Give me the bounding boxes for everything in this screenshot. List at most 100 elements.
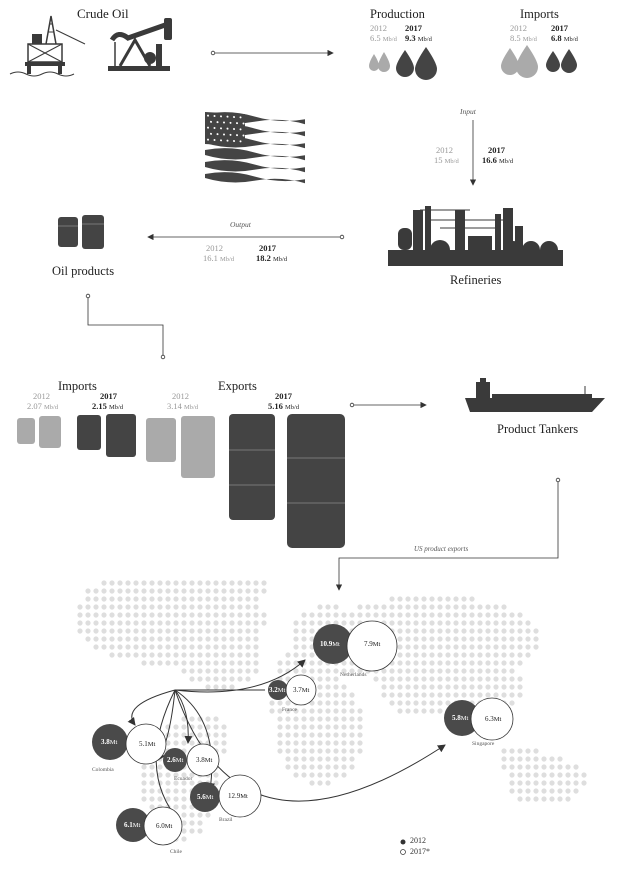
map-dot (149, 604, 155, 610)
map-dot (237, 588, 243, 594)
map-dot (525, 780, 531, 786)
map-dot (213, 716, 219, 722)
flag-star (223, 133, 225, 136)
map-dot (301, 644, 307, 650)
map-dot (189, 636, 195, 642)
map-dot (245, 612, 251, 618)
map-dot (301, 668, 307, 674)
tanker-ship-icon (465, 378, 605, 412)
map-dot (517, 676, 523, 682)
map-dot (565, 780, 571, 786)
map-dot (93, 620, 99, 626)
map-dot (333, 724, 339, 730)
map-dot (421, 644, 427, 650)
map-dot (509, 748, 515, 754)
map-dot (429, 604, 435, 610)
map-dot (165, 620, 171, 626)
flag-star (213, 126, 216, 129)
map-dot (501, 620, 507, 626)
map-dot (165, 596, 171, 602)
map-dot (317, 620, 323, 626)
map-dot (509, 780, 515, 786)
map-dot (245, 668, 251, 674)
map-dot (333, 708, 339, 714)
map-dot (533, 644, 539, 650)
map-dot (453, 604, 459, 610)
map-dot (397, 692, 403, 698)
map-dot (189, 580, 195, 586)
map-dot (133, 628, 139, 634)
map-dot (181, 732, 187, 738)
map-dot (141, 620, 147, 626)
map-dot (485, 644, 491, 650)
map-dot (445, 604, 451, 610)
map-dot (301, 764, 307, 770)
map-dot (301, 612, 307, 618)
map-dot (381, 684, 387, 690)
map-dot (141, 764, 147, 770)
map-dot (429, 684, 435, 690)
map-dot (357, 604, 363, 610)
map-dot (413, 612, 419, 618)
map-dot (173, 780, 179, 786)
map-dot (445, 612, 451, 618)
map-dot (557, 780, 563, 786)
map-dot (277, 668, 283, 674)
map-dot (181, 620, 187, 626)
map-dot (285, 708, 291, 714)
map-dot (461, 660, 467, 666)
flag-star (216, 133, 219, 136)
map-dot (517, 660, 523, 666)
map-dot (325, 732, 331, 738)
map-dot (197, 828, 203, 834)
france-label: France (282, 707, 297, 713)
map-dot (517, 636, 523, 642)
exports-title: Exports (218, 379, 257, 393)
map-dot (189, 812, 195, 818)
map-dot (93, 604, 99, 610)
map-dot (253, 644, 259, 650)
map-dot (341, 724, 347, 730)
map-dot (245, 652, 251, 658)
flag-star (233, 128, 235, 131)
flag-star (226, 115, 229, 118)
map-dot (253, 604, 259, 610)
map-dot (549, 780, 555, 786)
map-dot (149, 628, 155, 634)
map-dot (109, 596, 115, 602)
crude-imports-title: Imports (520, 7, 559, 21)
map-dot (517, 764, 523, 770)
map-dot (213, 612, 219, 618)
map-dot (413, 620, 419, 626)
map-dot (165, 660, 171, 666)
map-dot (205, 612, 211, 618)
map-dot (429, 692, 435, 698)
map-dot (453, 676, 459, 682)
map-dot (557, 796, 563, 802)
map-dot (397, 708, 403, 714)
bubble-chile (116, 806, 183, 846)
map-dot (437, 660, 443, 666)
map-dot (189, 716, 195, 722)
map-dot (445, 620, 451, 626)
map-dot (277, 660, 283, 666)
map-dot (525, 772, 531, 778)
map-dot (325, 772, 331, 778)
map-dot (493, 684, 499, 690)
map-dot (181, 804, 187, 810)
map-dot (165, 780, 171, 786)
flag-star (220, 115, 222, 118)
map-dot (397, 676, 403, 682)
map-dot (341, 660, 347, 666)
map-dot (565, 764, 571, 770)
map-dot (445, 684, 451, 690)
map-dot (341, 692, 347, 698)
map-dot (213, 732, 219, 738)
map-dot (173, 660, 179, 666)
map-dot (181, 644, 187, 650)
input-year-new: 2017 (488, 145, 505, 155)
legend-2017-marker (400, 849, 406, 855)
map-dot (293, 716, 299, 722)
map-dot (341, 764, 347, 770)
exports-value-new: 5.16 Mb/d (268, 401, 300, 411)
